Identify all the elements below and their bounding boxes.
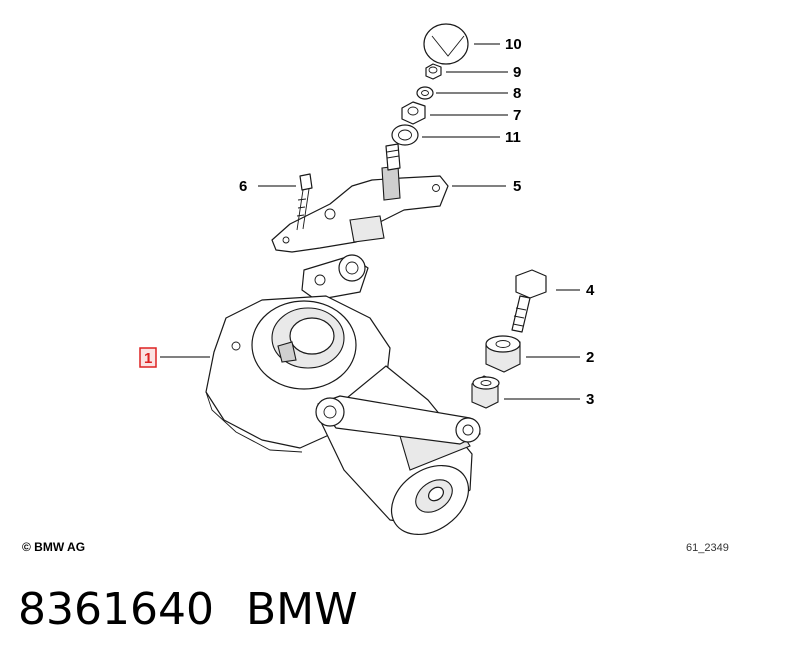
callout-6: 6 [239,178,247,195]
part-11-washer [391,124,419,146]
callout-1-highlight-box [139,347,157,368]
callout-3: 3 [586,391,594,408]
callout-5: 5 [513,178,521,195]
drawing-id: 61_2349 [686,542,729,554]
callout-2: 2 [586,349,594,366]
part-4-bolt [511,269,547,333]
leader-lines [160,43,580,400]
part-2-grommet [485,335,521,373]
callout-11: 11 [505,129,521,146]
part-5-bracket [271,143,449,253]
copyright-notice: © BMW AG [22,540,86,554]
part-number: 8361640 [18,584,214,635]
part-8-washer [416,86,434,100]
part-3-bushing [471,375,500,409]
callout-8: 8 [513,85,521,102]
part-7-hex-nut [401,101,426,125]
callout-7: 7 [513,107,521,124]
exploded-parts-diagram: 10 9 8 7 11 6 5 4 1 2 3 [139,23,595,536]
part-6-screw [296,173,313,231]
brand-name: BMW [246,584,358,635]
callout-9: 9 [513,64,521,81]
callout-4: 4 [586,282,595,299]
callout-1: 1 [144,350,152,367]
part-9-nut [425,63,442,80]
part-10-cap [423,23,469,65]
callout-10: 10 [505,36,522,53]
part-1-wiper-motor [205,254,481,536]
